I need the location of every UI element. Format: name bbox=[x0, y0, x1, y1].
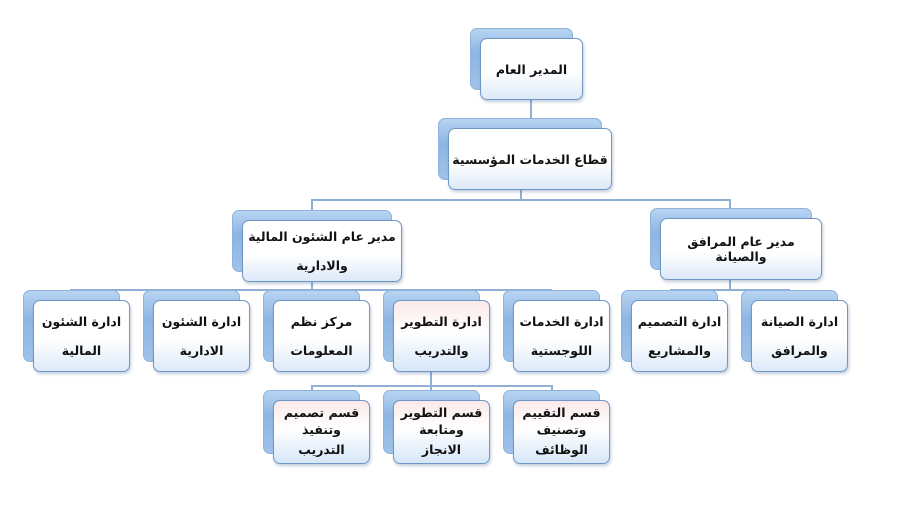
node-label: مدير عام المرافق والصيانة bbox=[660, 218, 822, 280]
connector bbox=[729, 199, 731, 209]
node-label-line: الادارية bbox=[179, 343, 224, 358]
node-label-line: التدريب bbox=[298, 442, 345, 457]
node-label: المدير العام bbox=[480, 38, 583, 100]
node-label-line: اللوجستية bbox=[530, 343, 593, 358]
node-label-line: ادارة الشئون bbox=[161, 314, 242, 329]
node-label: ادارة التطوير والتدريب bbox=[393, 300, 490, 372]
node-maintenance-facilities: ادارة الصيانة والمرافق bbox=[741, 290, 848, 372]
node-label-line: ادارة التصميم bbox=[637, 314, 722, 329]
node-label-line: ادارة الخدمات bbox=[519, 314, 604, 329]
connector bbox=[670, 289, 790, 291]
node-label: قسم التطوير ومتابعة الانجاز bbox=[393, 400, 490, 464]
node-label: مدير عام الشئون المالية والادارية bbox=[242, 220, 402, 282]
connector bbox=[520, 190, 522, 200]
node-label-line: وتصنيف bbox=[536, 422, 587, 437]
node-label-line: مدير عام المرافق والصيانة bbox=[687, 234, 795, 264]
node-label: ادارة الخدمات اللوجستية bbox=[513, 300, 610, 372]
node-label: قطاع الخدمات المؤسسية bbox=[448, 128, 612, 190]
node-facilities-manager: مدير عام المرافق والصيانة bbox=[650, 208, 822, 280]
node-label-line: مدير عام الشئون المالية bbox=[248, 229, 396, 244]
node-finance-admin-manager: مدير عام الشئون المالية والادارية bbox=[232, 210, 402, 282]
node-label-line: والمشاريع bbox=[648, 343, 711, 358]
node-label-line: قطاع الخدمات المؤسسية bbox=[452, 151, 608, 167]
node-label-line: ادارة التطوير bbox=[401, 314, 482, 329]
node-label: مركز نظم المعلومات bbox=[273, 300, 370, 372]
node-training-design: قسم تصميم وتنفيذ التدريب bbox=[263, 390, 370, 464]
node-label: ادارة الصيانة والمرافق bbox=[751, 300, 848, 372]
node-label-line: قسم التطوير bbox=[400, 405, 483, 420]
connector bbox=[311, 282, 313, 290]
node-label: قسم التقييم وتصنيف الوظائف bbox=[513, 400, 610, 464]
node-label-line: الانجاز bbox=[421, 442, 462, 457]
connector bbox=[530, 100, 532, 120]
node-info-systems: مركز نظم المعلومات bbox=[263, 290, 370, 372]
node-label: قسم تصميم وتنفيذ التدريب bbox=[273, 400, 370, 464]
node-label-line: المعلومات bbox=[290, 343, 353, 358]
node-general-manager: المدير العام bbox=[470, 28, 583, 100]
node-label-line: المدير العام bbox=[495, 61, 568, 77]
node-label-line: والمرافق bbox=[771, 343, 828, 358]
node-label: ادارة الشئون الادارية bbox=[153, 300, 250, 372]
node-design-projects: ادارة التصميم والمشاريع bbox=[621, 290, 728, 372]
node-label-line: والتدريب bbox=[414, 343, 469, 358]
node-financial-affairs: ادارة الشئون المالية bbox=[23, 290, 130, 372]
node-evaluation-classification: قسم التقييم وتصنيف الوظائف bbox=[503, 390, 610, 464]
node-label-line: مركز نظم bbox=[290, 314, 353, 329]
node-development-followup: قسم التطوير ومتابعة الانجاز bbox=[383, 390, 490, 464]
node-label-line: المالية bbox=[61, 343, 102, 358]
connector bbox=[551, 385, 553, 391]
node-label-line: ومتابعة bbox=[419, 422, 464, 437]
connector bbox=[311, 199, 313, 211]
node-label-line: والادارية bbox=[296, 258, 348, 273]
node-label-line: قسم التقييم bbox=[522, 405, 601, 420]
node-label-line: قسم تصميم bbox=[283, 405, 360, 420]
node-label: ادارة الشئون المالية bbox=[33, 300, 130, 372]
node-admin-affairs: ادارة الشئون الادارية bbox=[143, 290, 250, 372]
node-label-line: الوظائف bbox=[535, 442, 588, 457]
node-label-line: ادارة الصيانة bbox=[760, 314, 839, 329]
node-logistics: ادارة الخدمات اللوجستية bbox=[503, 290, 610, 372]
connector bbox=[311, 199, 731, 201]
connector bbox=[729, 280, 731, 290]
connector bbox=[430, 372, 432, 386]
node-corporate-services: قطاع الخدمات المؤسسية bbox=[438, 118, 612, 190]
node-label-line: ادارة الشئون bbox=[41, 314, 122, 329]
connector bbox=[430, 385, 432, 391]
connector bbox=[311, 385, 313, 391]
node-label: ادارة التصميم والمشاريع bbox=[631, 300, 728, 372]
node-development-training: ادارة التطوير والتدريب bbox=[383, 290, 490, 372]
node-label-line: وتنفيذ bbox=[302, 422, 341, 437]
